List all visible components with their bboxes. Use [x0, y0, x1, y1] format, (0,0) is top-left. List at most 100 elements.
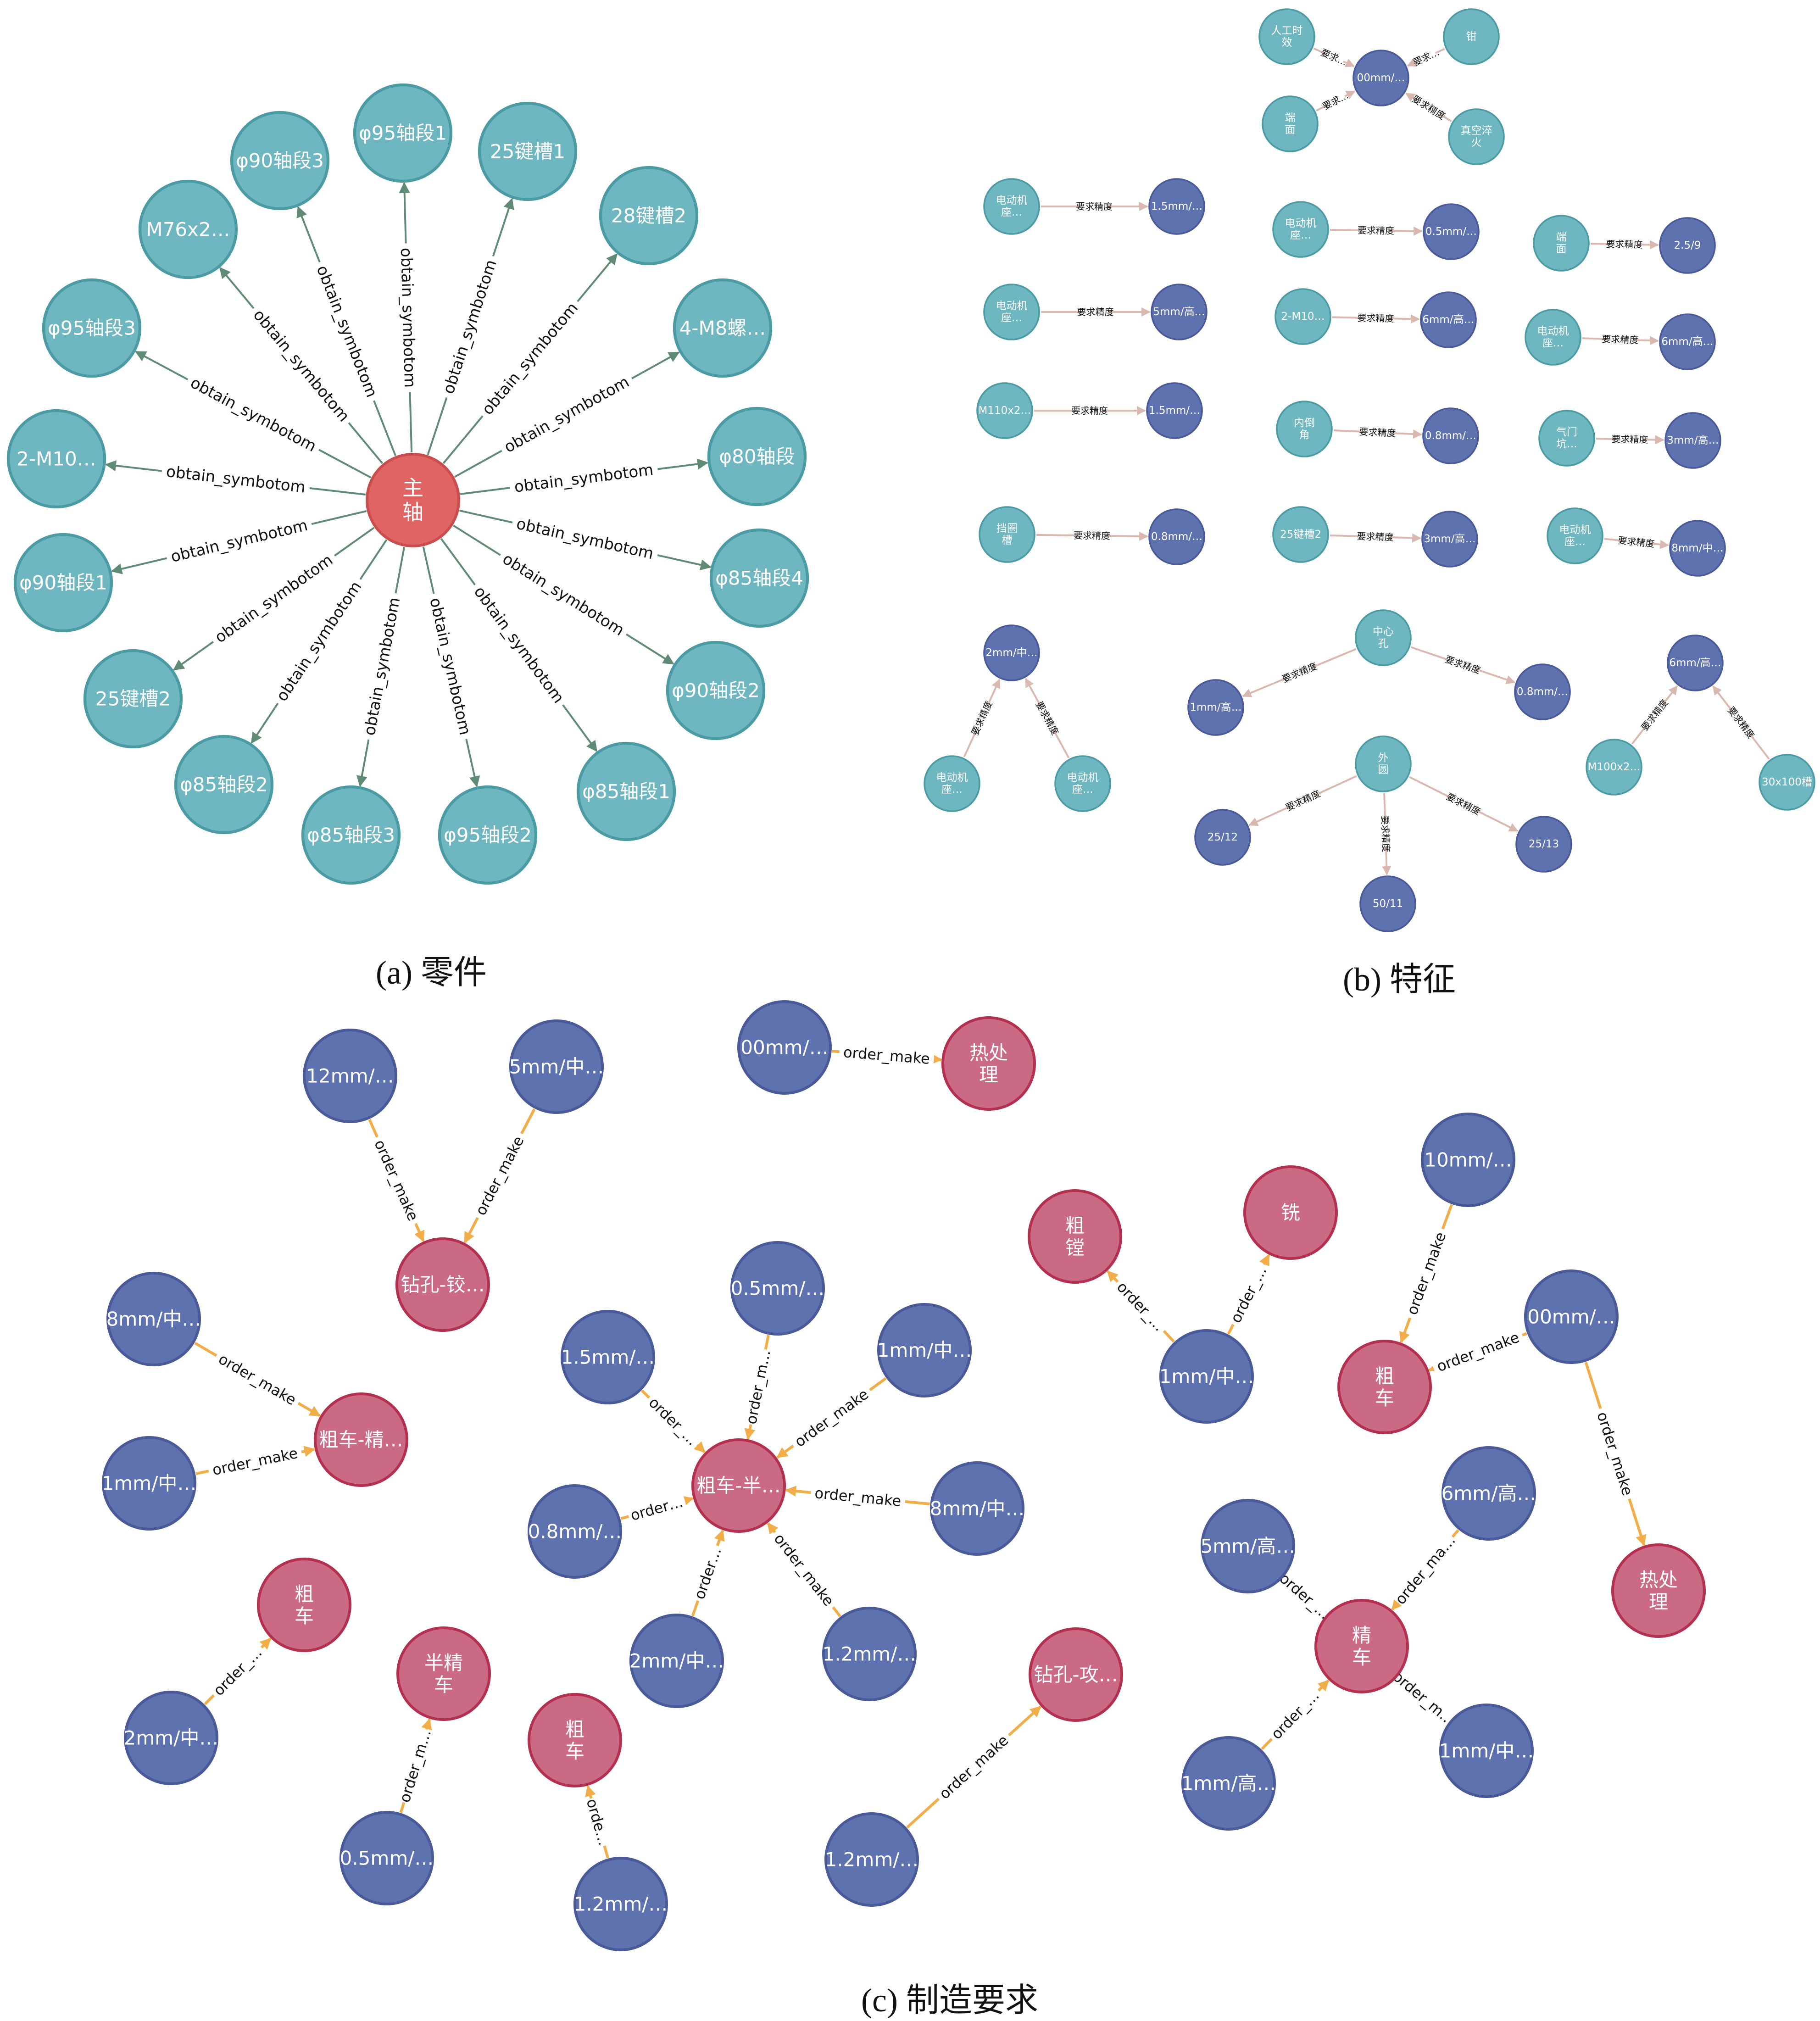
- feature-node-15[interactable]: 电动机座…: [1525, 309, 1581, 366]
- process-node-4[interactable]: 热处理: [941, 1016, 1036, 1111]
- process-node-18[interactable]: 1mm/中…: [1159, 1329, 1254, 1424]
- feature-node-22[interactable]: 3mm/高…: [1664, 412, 1721, 469]
- feature-node-30[interactable]: 电动机座…: [924, 755, 980, 812]
- process-node-13[interactable]: 8mm/中…: [930, 1461, 1025, 1556]
- feature-node-33[interactable]: 1mm/高…: [1187, 679, 1244, 736]
- process-node-0[interactable]: 12mm/…: [303, 1029, 397, 1123]
- part-node-2[interactable]: 25键槽1: [478, 101, 578, 201]
- feature-node-1[interactable]: 人工时效: [1258, 8, 1315, 65]
- part-node-15[interactable]: φ95轴段3: [42, 278, 142, 378]
- feature-node-17[interactable]: M110x2…: [976, 382, 1033, 439]
- part-node-14[interactable]: 2-M10…: [6, 409, 106, 509]
- process-node-2[interactable]: 钻孔-铰…: [395, 1237, 490, 1332]
- process-node-19[interactable]: 10mm/…: [1421, 1113, 1515, 1207]
- feature-node-27[interactable]: 电动机座…: [1547, 507, 1603, 564]
- process-node-7[interactable]: 粗车-精…: [314, 1392, 408, 1487]
- feature-node-26[interactable]: 3mm/高…: [1421, 511, 1478, 568]
- process-node-9[interactable]: 1.5mm/…: [561, 1310, 655, 1404]
- feature-node-25[interactable]: 25键槽2: [1272, 506, 1329, 563]
- feature-node-32[interactable]: 中心孔: [1355, 609, 1412, 666]
- process-node-24[interactable]: 2mm/中…: [124, 1691, 219, 1785]
- process-node-29[interactable]: 钻孔-攻…: [1029, 1627, 1123, 1722]
- feature-node-24[interactable]: 0.8mm/…: [1148, 508, 1205, 565]
- feature-node-7[interactable]: 电动机座…: [1272, 201, 1329, 258]
- feature-node-36[interactable]: 25/12: [1194, 809, 1251, 866]
- process-node-16[interactable]: 粗镗: [1028, 1189, 1122, 1284]
- process-node-14[interactable]: 2mm/中…: [629, 1614, 724, 1708]
- part-node-12[interactable]: 25键槽2: [83, 649, 183, 749]
- feature-node-21[interactable]: 气门坑…: [1538, 410, 1595, 467]
- feature-node-34[interactable]: 0.8mm/…: [1514, 663, 1571, 720]
- feature-node-41[interactable]: 30x100槽: [1759, 754, 1815, 811]
- feature-node-6[interactable]: 1.5mm/…: [1148, 178, 1205, 235]
- process-node-10-label: 1mm/中…: [877, 1339, 972, 1362]
- part-node-0[interactable]: φ90轴段3: [230, 111, 330, 211]
- process-node-27[interactable]: 粗车: [528, 1693, 622, 1787]
- feature-edge-10-label-bg: [1076, 405, 1103, 416]
- part-node-10[interactable]: φ85轴段3: [301, 785, 401, 885]
- part-node-1[interactable]: φ95轴段1: [353, 83, 453, 183]
- part-node-13[interactable]: φ90轴段1: [13, 533, 113, 633]
- process-node-23[interactable]: 粗车: [257, 1558, 351, 1652]
- process-node-1[interactable]: 5mm/中…: [509, 1019, 604, 1114]
- process-node-21[interactable]: 粗车: [1337, 1340, 1432, 1434]
- feature-node-2[interactable]: 钳: [1443, 8, 1500, 65]
- center-node-spindle[interactable]: 主轴: [366, 453, 460, 547]
- part-node-3[interactable]: 28键槽2: [599, 166, 699, 266]
- part-node-5[interactable]: φ80轴段: [707, 406, 807, 507]
- feature-node-29[interactable]: 2mm/中…: [983, 624, 1040, 681]
- process-node-32[interactable]: 6mm/高…: [1442, 1446, 1536, 1541]
- process-node-12[interactable]: 0.8mm/…: [528, 1484, 622, 1579]
- process-node-25[interactable]: 半精车: [396, 1626, 491, 1721]
- process-node-17[interactable]: 铣: [1243, 1165, 1338, 1260]
- process-node-6[interactable]: 1mm/中…: [102, 1436, 197, 1531]
- feature-node-16[interactable]: 6mm/高…: [1659, 313, 1716, 370]
- feature-node-11[interactable]: 电动机座…: [983, 284, 1040, 340]
- process-node-10[interactable]: 1mm/中…: [877, 1303, 972, 1397]
- part-node-11[interactable]: φ85轴段2: [174, 735, 274, 835]
- feature-node-5[interactable]: 电动机座…: [983, 178, 1040, 235]
- process-node-20[interactable]: 00mm/…: [1524, 1269, 1619, 1364]
- feature-node-40[interactable]: M100x2…: [1586, 739, 1642, 796]
- part-node-7[interactable]: φ90轴段2: [666, 640, 766, 740]
- feature-node-12[interactable]: 5mm/高…: [1151, 284, 1208, 340]
- feature-edge-9-label-bg: [1607, 334, 1634, 345]
- feature-node-39[interactable]: 6mm/高…: [1667, 635, 1724, 691]
- feature-node-19[interactable]: 内倒角: [1276, 401, 1333, 457]
- feature-node-28[interactable]: 8mm/中…: [1669, 520, 1726, 577]
- feature-node-3[interactable]: 端面: [1262, 95, 1319, 152]
- process-node-34[interactable]: 1mm/高…: [1181, 1736, 1276, 1831]
- part-node-9[interactable]: φ95轴段2: [438, 785, 538, 885]
- process-node-15[interactable]: 1.2mm/…: [822, 1607, 917, 1701]
- feature-node-10[interactable]: 2.5/9: [1659, 217, 1716, 274]
- part-node-16[interactable]: M76x2…: [138, 179, 238, 279]
- process-node-3[interactable]: 00mm/…: [737, 1000, 832, 1095]
- process-node-5[interactable]: 8mm/中…: [106, 1272, 201, 1366]
- part-node-4[interactable]: 4-M8螺…: [673, 278, 773, 378]
- feature-node-4[interactable]: 真空淬火: [1448, 108, 1505, 165]
- order-make-edge-5-label-bg: [742, 1347, 774, 1426]
- process-node-26[interactable]: 0.5mm/…: [340, 1811, 434, 1905]
- process-node-22[interactable]: 热处理: [1611, 1543, 1706, 1638]
- process-node-28[interactable]: 1.2mm/…: [573, 1857, 668, 1951]
- process-node-30[interactable]: 1.2mm/…: [824, 1812, 919, 1907]
- feature-node-20[interactable]: 0.8mm/…: [1422, 407, 1479, 464]
- part-node-6[interactable]: φ85轴段4: [709, 528, 809, 628]
- feature-node-35[interactable]: 外圆: [1355, 735, 1412, 792]
- feature-node-9[interactable]: 端面: [1533, 215, 1590, 272]
- feature-node-13[interactable]: 2-M10…: [1275, 288, 1331, 345]
- feature-node-31[interactable]: 电动机座…: [1054, 755, 1111, 812]
- feature-node-37[interactable]: 25/13: [1515, 816, 1572, 873]
- process-node-8[interactable]: 0.5mm/…: [730, 1241, 825, 1336]
- part-node-8[interactable]: φ85轴段1: [576, 741, 676, 841]
- feature-node-38[interactable]: 50/11: [1359, 875, 1416, 932]
- process-node-31[interactable]: 5mm/高…: [1201, 1499, 1296, 1593]
- process-node-11[interactable]: 粗车-半…: [691, 1438, 786, 1533]
- feature-node-23[interactable]: 挡圈槽: [979, 506, 1035, 563]
- feature-node-0[interactable]: 00mm/…: [1352, 50, 1409, 106]
- process-node-35[interactable]: 1mm/中…: [1439, 1704, 1534, 1798]
- feature-node-8[interactable]: 0.5mm/…: [1423, 203, 1480, 260]
- feature-node-14[interactable]: 6mm/高…: [1420, 291, 1477, 348]
- feature-node-18[interactable]: 1.5mm/…: [1146, 382, 1203, 439]
- process-node-33[interactable]: 精车: [1314, 1599, 1409, 1693]
